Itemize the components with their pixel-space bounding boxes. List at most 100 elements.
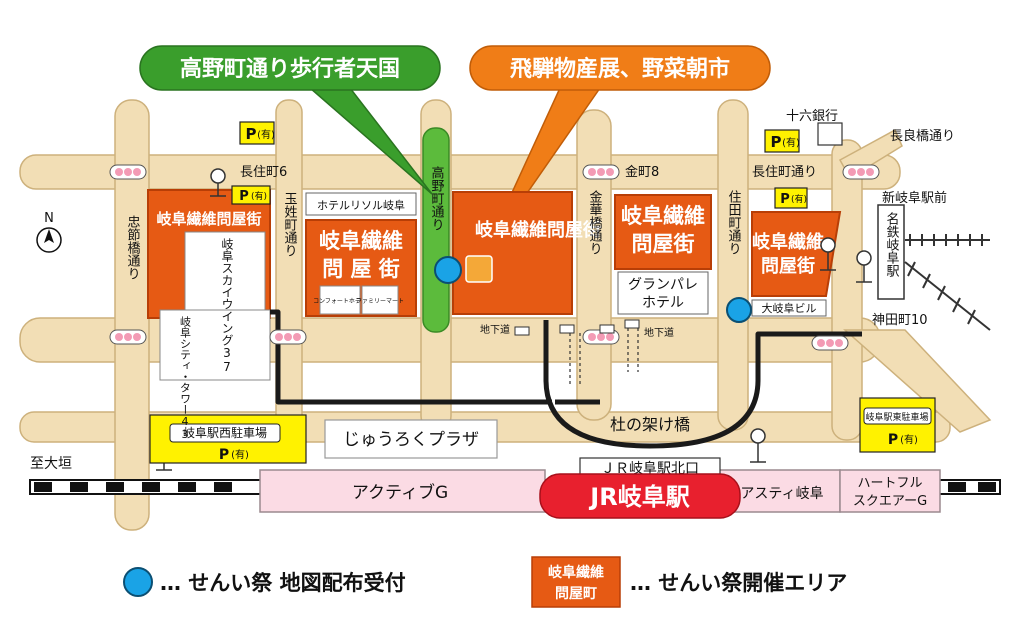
sky-wing-building (184, 231, 266, 313)
block-1: 岐阜繊維問屋街 (147, 189, 271, 319)
parking-paid: (有) (257, 128, 275, 141)
distribution-point-dai-gifu (726, 297, 752, 323)
juroku-plaza-box (324, 419, 498, 459)
label-chusetsubashi-dori: 忠節橋通り (125, 215, 141, 280)
block-5: 岐阜繊維 問屋街 (751, 211, 842, 297)
parking-sign: P (有) (764, 129, 800, 153)
parking-paid: (有) (251, 190, 267, 202)
label-nagarabashi-dori: 長良橋通り (890, 128, 955, 144)
comfort-hotel-label: コンフォートホテル (313, 298, 367, 305)
bus-stop-icon (820, 237, 836, 271)
meitetsu-station-box (877, 204, 905, 300)
label-shin-gifu-ekimae: 新岐阜駅前 (882, 190, 947, 206)
label-to-ogaki: 至大垣 (30, 456, 72, 472)
compass-north-label: N (44, 211, 54, 226)
juroku-plaza-label: じゅうろくプラザ (343, 430, 479, 450)
bus-stop-icon (750, 428, 766, 463)
market-spot (465, 255, 493, 283)
block-2-title-1: 岐阜繊維 (319, 229, 403, 253)
label-kanahashi-dori: 金華橋通り (587, 189, 603, 255)
parking-east-lot-name: 岐阜駅東駐車場 (865, 411, 928, 423)
road-east (831, 139, 863, 441)
label-sumidamachi-dori: 住田町通り (726, 190, 742, 255)
label-mori-no-kakehashi: 杜の架け橋 (610, 415, 690, 434)
active-g-building (259, 469, 546, 513)
railway-meitetsu (904, 234, 991, 331)
label-takanomachi-dori: 高野町通り (429, 165, 445, 231)
underpass-marker (559, 324, 575, 334)
legend-area-box-1: 岐阜繊維 (548, 564, 604, 581)
juroku-bank-box (817, 122, 843, 146)
block-4: 岐阜繊維 問屋街 グランパレ ホテル (614, 194, 712, 315)
label-juroku-bank: 十六銀行 (786, 109, 838, 124)
parking-paid: (有) (782, 136, 800, 149)
block-2: 岐阜繊維 問 屋 街 コンフォートホテル ファミリーマート (305, 219, 417, 317)
traffic-light (842, 164, 880, 180)
hotel-resol-label: ホテルリソル岐阜 (317, 199, 405, 212)
jr-north-exit-label: ＪＲ岐阜駅北口 (601, 460, 699, 477)
heartful-label-1: ハートフル (857, 476, 922, 491)
parking-west-lot-name: 岐阜駅西駐車場 (183, 425, 267, 440)
label-nagasumicho-dori: 長住町通り (752, 165, 817, 180)
underpass-marker (624, 319, 640, 329)
parking-west-lot: 岐阜駅西駐車場 P (有) (149, 414, 307, 464)
jr-gifu-station (539, 473, 741, 519)
jr-gifu-station-label: JR岐阜駅 (588, 483, 689, 511)
traffic-lights (109, 164, 880, 351)
asty-gifu-label: アスティ岐阜 (740, 485, 823, 502)
compass: N (36, 211, 62, 253)
hotel-resol-box (305, 192, 417, 216)
label-underpass-1: 地下道 (480, 323, 510, 336)
active-g-label: アクティブG (352, 482, 448, 503)
parking-sign: P (有) (239, 121, 275, 145)
road-sumidamachi (717, 99, 749, 431)
station-buildings: アクティブG アスティ岐阜 ハートフル スクエアーG ＪＲ岐阜駅北口 JR岐阜駅 (259, 457, 941, 519)
heartful-label-2: スクエアーG (853, 494, 927, 509)
block-4-title-2: 問屋街 (632, 232, 695, 256)
legend-area-text: … せんい祭開催エリア (630, 571, 847, 595)
label-gifu-sky-wing: 岐阜スカイウイング37 (220, 238, 234, 374)
label-kanamachi8: 金町8 (625, 164, 659, 180)
legend-distribution-text: … せんい祭 地図配布受付 (160, 571, 406, 595)
traffic-light (109, 164, 147, 180)
traffic-light (269, 329, 307, 345)
label-gifu-city-tower: 岐阜シティ・タワー43 (179, 316, 192, 441)
parking-sign: P (有) (231, 185, 271, 205)
block-3: 岐阜繊維問屋街 (452, 191, 601, 315)
granpale-hotel-label-2: ホテル (642, 295, 684, 311)
parking-p: P (771, 133, 782, 151)
legend: … せんい祭 地図配布受付 岐阜繊維 問屋町 … せんい祭開催エリア (123, 556, 847, 608)
comfort-hotel-box (319, 285, 361, 315)
parking-east-paid: (有) (900, 433, 918, 446)
parking-p: P (246, 125, 257, 143)
traffic-light (582, 164, 620, 180)
city-tower-box (159, 309, 271, 381)
block-5-title-2: 問屋街 (761, 255, 815, 277)
legend-area-box-2: 問屋町 (555, 586, 597, 602)
walking-route (270, 309, 862, 449)
bus-stop-icon (856, 250, 872, 283)
parking-p: P (780, 192, 790, 207)
family-mart-label: ファミリーマート (356, 298, 404, 305)
parking-p: P (239, 189, 249, 204)
legend-area-icon (531, 556, 621, 608)
block-3-title: 岐阜繊維問屋街 (475, 219, 601, 241)
label-underpass-2: 地下道 (644, 326, 674, 339)
parking-west-paid: (有) (231, 448, 249, 461)
callout-green: 高野町通り歩行者天国 (139, 45, 441, 195)
bus-stop-icon (210, 168, 226, 197)
legend-distribution-icon (123, 567, 153, 597)
parking-west-p: P (219, 447, 229, 463)
label-nagasumicho6: 長住町6 (240, 165, 287, 180)
parking-paid: (有) (791, 193, 807, 205)
block-5-title-1: 岐阜繊維 (752, 231, 824, 253)
underpass-marker (514, 326, 530, 336)
label-tamamiya-dori: 玉姓町通り (282, 192, 298, 257)
family-mart-box (361, 285, 399, 315)
underpass-marker (599, 324, 615, 334)
callout-green-text: 高野町通り歩行者天国 (180, 56, 400, 82)
distribution-point-takanomachi (434, 256, 462, 284)
parking-east-p: P (888, 432, 898, 448)
road-kanahashi (576, 109, 612, 421)
